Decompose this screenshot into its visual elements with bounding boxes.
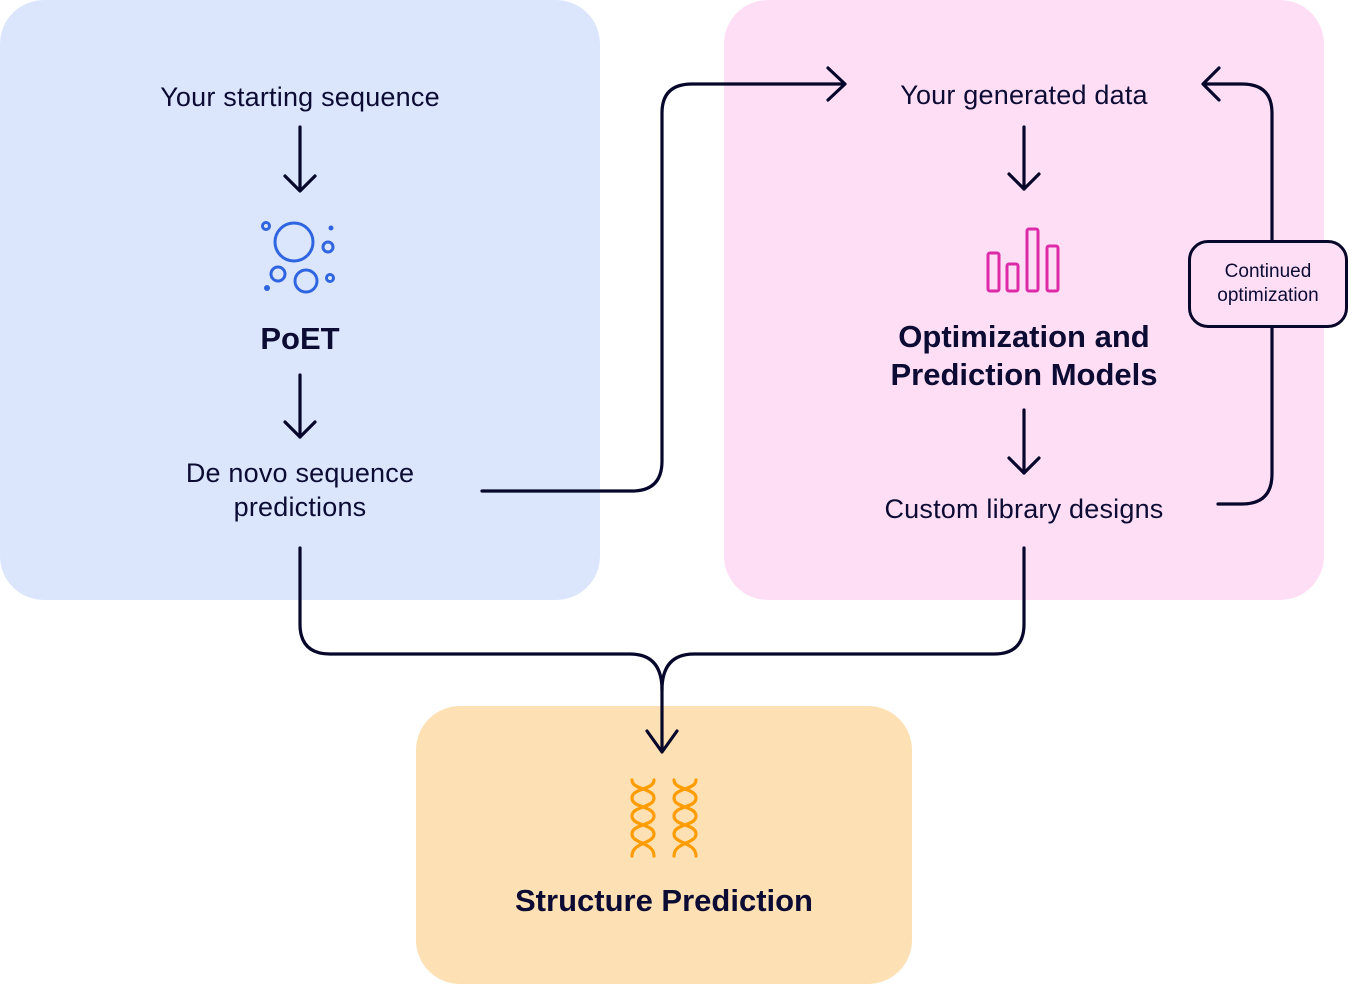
structure-prediction-title: Structure Prediction [515, 883, 813, 918]
denovo-predictions-label-line2: predictions [233, 492, 367, 522]
poet-model-title: PoET [260, 321, 340, 356]
arrow-denovo-to-generated-data [480, 66, 847, 493]
arrow-generated-to-models [1007, 125, 1041, 191]
starting-sequence-label: Your starting sequence [160, 82, 440, 112]
continued-optimization-line2: optimization [1217, 285, 1319, 306]
custom-library-designs-label: Custom library designs [884, 494, 1164, 524]
poet-panel [0, 0, 600, 600]
continued-optimization-line1: Continued [1224, 261, 1312, 282]
continued-optimization-badge: Continued optimization [1188, 240, 1348, 328]
arrow-poet-to-denovo [283, 373, 317, 439]
optimization-models-title-line2: Prediction Models [890, 357, 1158, 392]
generated-data-label: Your generated data [900, 80, 1148, 110]
denovo-predictions-label-line1: De novo sequence [185, 458, 415, 488]
arrow-merge-to-structure [298, 546, 1026, 754]
bar-chart-icon [986, 227, 1060, 293]
arrow-start-to-poet [283, 125, 317, 193]
bubbles-icon [261, 221, 335, 294]
optimization-models-title-line1: Optimization and [898, 319, 1150, 354]
structure-prediction-panel [416, 706, 912, 984]
dna-helix-icon [630, 778, 698, 858]
arrow-models-to-library [1007, 408, 1041, 475]
